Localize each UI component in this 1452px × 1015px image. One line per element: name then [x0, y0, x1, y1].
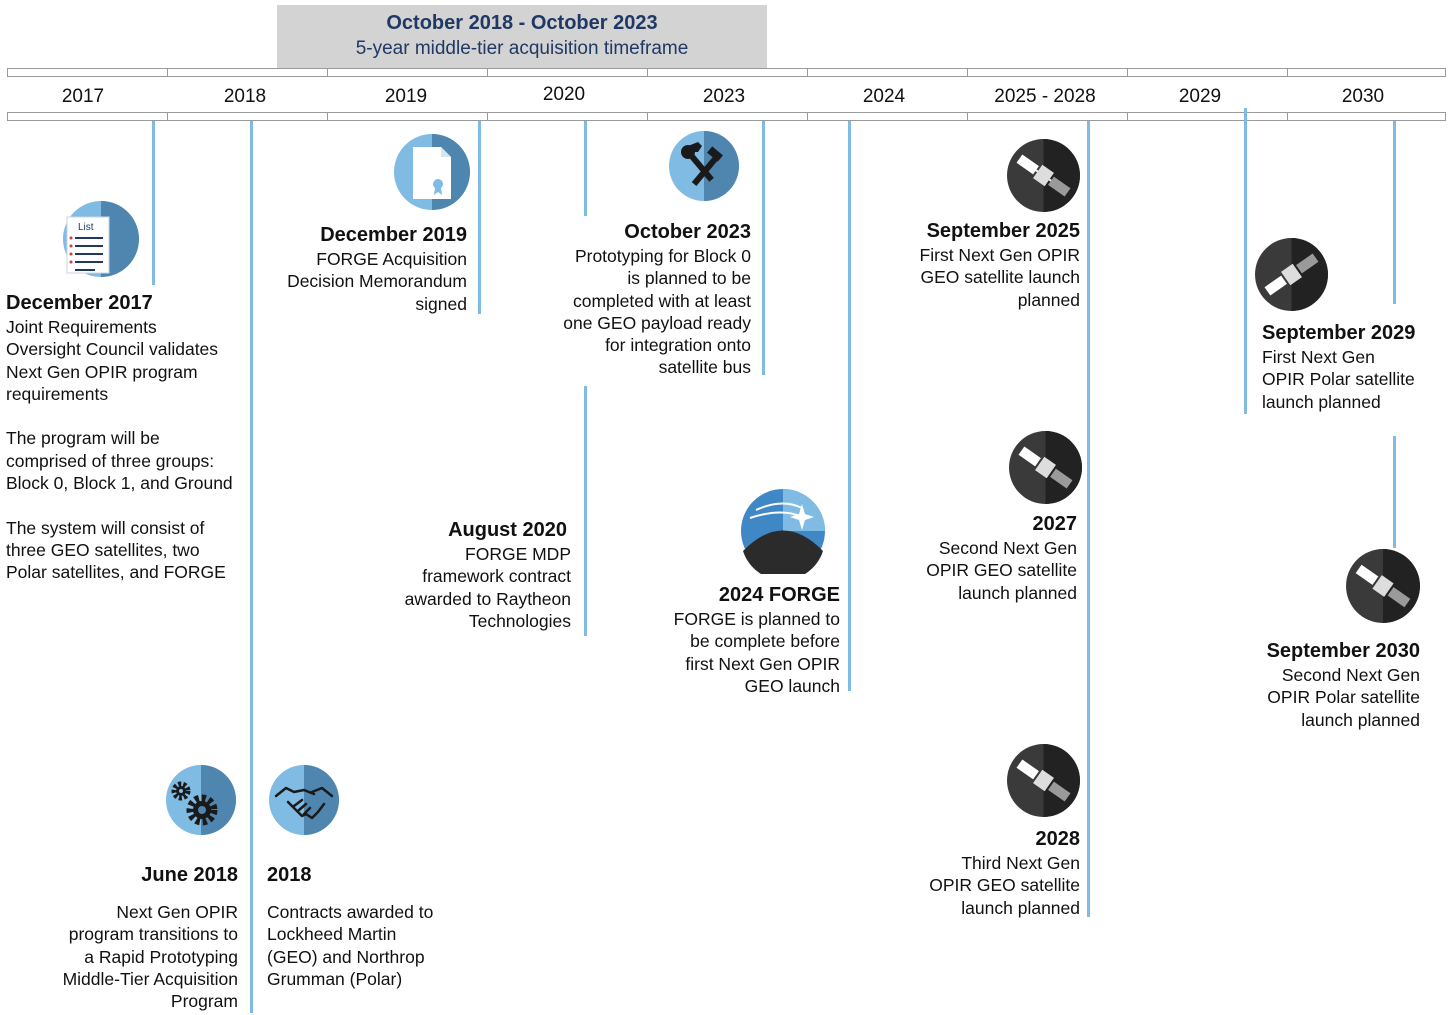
- event-description: First Next Gen OPIR Polar satellite laun…: [1262, 347, 1415, 412]
- satellite-icon: [1008, 430, 1083, 510]
- event-dec-2017: December 2017 Joint Requirements Oversig…: [6, 290, 256, 584]
- event-description: Second Next Gen OPIR GEO satellite launc…: [926, 538, 1077, 603]
- event-description: First Next Gen OPIR GEO satellite launch…: [919, 245, 1080, 310]
- event-title: 2027: [1032, 513, 1078, 535]
- satellite-icon: [1006, 743, 1081, 823]
- checklist-icon-label: List: [78, 222, 94, 233]
- year-label: 2024: [862, 86, 906, 107]
- connector-line: [1087, 121, 1090, 917]
- banner-subtitle: 5-year middle-tier acquisition timeframe: [355, 38, 689, 59]
- connector-line: [584, 121, 587, 216]
- checklist-icon: List: [61, 199, 141, 284]
- event-sep-2025: September 2025 First Next Gen OPIR GEO s…: [890, 218, 1080, 311]
- planet-star-icon: [740, 488, 826, 581]
- event-title: October 2023: [624, 221, 751, 243]
- connector-line: [152, 121, 155, 285]
- connector-line: [848, 121, 851, 691]
- event-title: December 2019: [320, 224, 467, 246]
- event-description: FORGE is planned to be complete before f…: [673, 609, 840, 696]
- document-seal-icon: [393, 133, 471, 216]
- event-title: September 2029: [1262, 322, 1416, 344]
- event-title: September 2030: [1266, 640, 1420, 662]
- event-description: Prototyping for Block 0 is planned to be…: [563, 246, 751, 378]
- event-sep-2029: September 2029 First Next Gen OPIR Polar…: [1262, 320, 1442, 413]
- connector-line: [584, 386, 587, 636]
- event-title: December 2017: [6, 292, 153, 314]
- event-2028: 2028 Third Next Gen OPIR GEO satellite l…: [890, 826, 1080, 919]
- satellite-icon: [1345, 548, 1421, 629]
- event-sep-2030: September 2030 Second Next Gen OPIR Pola…: [1240, 638, 1420, 731]
- event-description: FORGE Acquisition Decision Memorandum si…: [287, 249, 467, 314]
- event-description: Next Gen OPIR program transitions to a R…: [62, 902, 238, 1012]
- connector-line: [1393, 436, 1396, 548]
- handshake-icon: [268, 764, 340, 841]
- event-2018: 2018 Contracts awarded to Lockheed Marti…: [267, 862, 467, 990]
- year-label: 2030: [1341, 86, 1385, 107]
- banner-title: October 2018 - October 2023: [386, 12, 658, 34]
- connector-line: [762, 121, 765, 375]
- year-label: 2018: [223, 86, 267, 107]
- connector-line: [250, 121, 253, 1013]
- event-2024-forge: 2024 FORGE FORGE is planned to be comple…: [650, 582, 840, 697]
- tools-icon: [668, 130, 740, 207]
- connector-line: [1393, 121, 1396, 304]
- timeline-top-bar: [7, 68, 1446, 77]
- year-label: 2023: [702, 86, 746, 107]
- event-description: FORGE MDP framework contract awarded to …: [404, 544, 571, 631]
- year-label: 2017: [61, 86, 105, 107]
- event-oct-2023: October 2023 Prototyping for Block 0 is …: [546, 219, 751, 379]
- event-title: 2028: [1035, 828, 1081, 850]
- event-description: Second Next Gen OPIR Polar satellite lau…: [1267, 665, 1420, 730]
- satellite-icon: [1254, 237, 1329, 317]
- year-label: 2019: [384, 86, 428, 107]
- event-title: June 2018: [141, 864, 238, 886]
- timeline-bottom-bar: [7, 112, 1446, 121]
- event-title: September 2025: [926, 220, 1080, 242]
- connector-line: [1244, 108, 1247, 414]
- year-label: 2025 - 2028: [994, 86, 1096, 107]
- gears-icon: [165, 764, 237, 841]
- event-description: Third Next Gen OPIR GEO satellite launch…: [929, 853, 1080, 918]
- event-title: 2018: [267, 864, 312, 886]
- year-label: 2020: [542, 84, 586, 105]
- event-description: Joint Requirements Oversight Council val…: [6, 317, 233, 583]
- satellite-icon: [1006, 138, 1081, 218]
- year-label: 2029: [1178, 86, 1222, 107]
- event-description: Contracts awarded to Lockheed Martin (GE…: [267, 902, 434, 989]
- event-title: August 2020: [448, 519, 567, 541]
- event-jun-2018: June 2018 Next Gen OPIR program transiti…: [30, 862, 238, 1012]
- timeframe-banner: October 2018 - October 2023 5-year middl…: [277, 5, 767, 68]
- event-2027: 2027 Second Next Gen OPIR GEO satellite …: [890, 511, 1077, 604]
- event-dec-2019: December 2019 FORGE Acquisition Decision…: [262, 222, 467, 315]
- event-title: 2024 FORGE: [718, 584, 840, 606]
- event-aug-2020: August 2020 FORGE MDP framework contract…: [380, 517, 571, 632]
- connector-line: [478, 121, 481, 314]
